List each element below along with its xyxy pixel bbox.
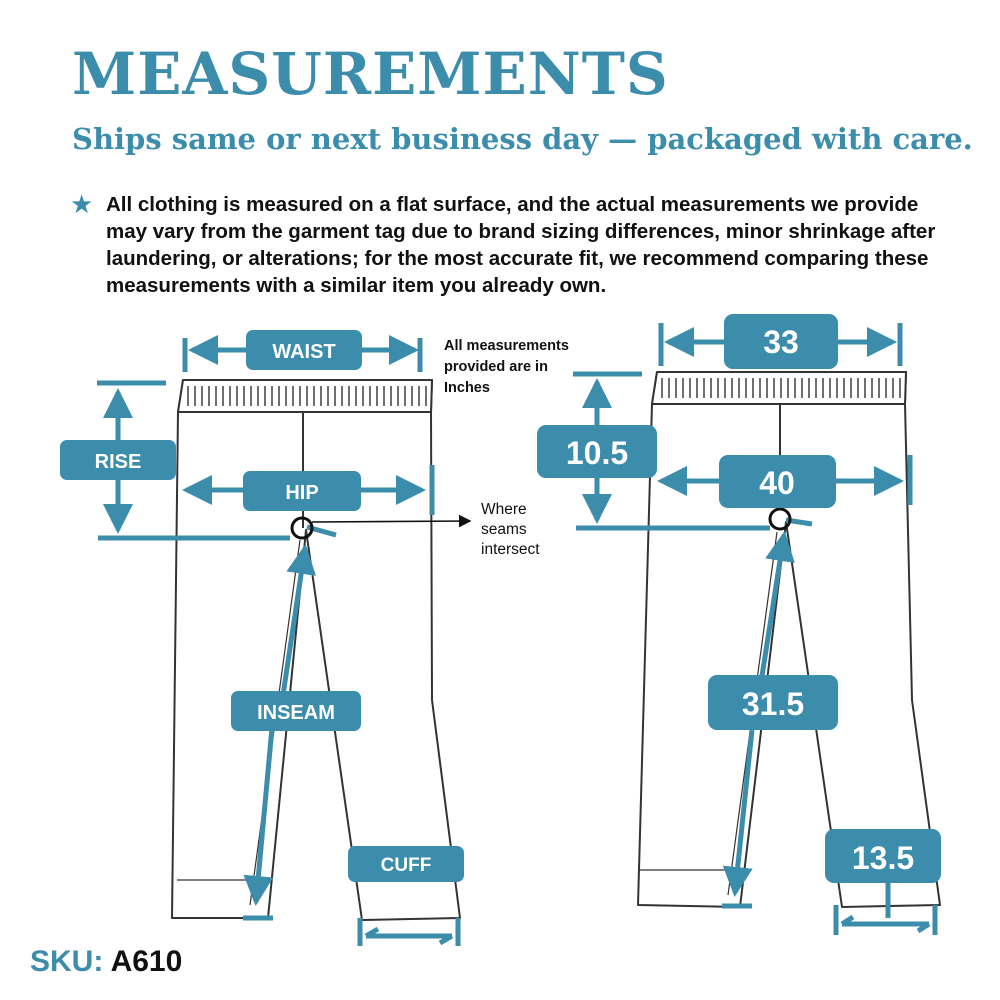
guide-waistband <box>177 379 433 413</box>
value-label-rise: 10.5 <box>537 425 657 478</box>
shipping-subtitle: Ships same or next business day — packag… <box>72 122 973 156</box>
value-label-hip: 40 <box>719 455 836 508</box>
page-title: MEASUREMENTS <box>72 40 669 108</box>
guide-measure-lines <box>97 335 461 946</box>
seam-note: Where seams intersect <box>481 501 540 558</box>
guide-label-inseam: INSEAM <box>231 691 361 731</box>
waist-label-text: WAIST <box>272 341 335 363</box>
measured-pants-outline <box>637 371 941 908</box>
star-icon: ★ <box>70 190 94 220</box>
rise-label-text: RISE <box>95 451 142 473</box>
cuff-value-text: 13.5 <box>852 840 914 876</box>
cuff-label-text: CUFF <box>381 855 432 876</box>
guide-label-rise: RISE <box>60 440 176 480</box>
measured-pants <box>637 371 941 908</box>
measurement-note: All clothing is measured on a flat surfa… <box>106 193 936 297</box>
sku-value: A610 <box>110 945 183 978</box>
measured-waistband <box>651 371 907 405</box>
guide-seam-marker <box>290 516 314 540</box>
rise-value-text: 10.5 <box>566 435 628 471</box>
value-label-waist: 33 <box>724 314 838 369</box>
inseam-value-text: 31.5 <box>742 686 804 722</box>
guide-pants <box>171 379 461 921</box>
seam-pointer-arrow <box>311 514 472 528</box>
measured-seam-marker <box>768 507 792 531</box>
hip-label-text: HIP <box>285 482 318 504</box>
measured-waistband-ribbing <box>661 378 901 398</box>
units-note: All measurements provided are in Inches <box>444 338 573 396</box>
guide-label-hip: HIP <box>243 471 361 511</box>
value-label-cuff: 13.5 <box>825 829 941 883</box>
inseam-label-text: INSEAM <box>257 702 335 724</box>
guide-label-waist: WAIST <box>246 330 362 370</box>
sku-line: SKU: A610 <box>30 945 182 979</box>
sku-label: SKU: <box>30 945 104 978</box>
hip-value-text: 40 <box>759 465 795 501</box>
waist-value-text: 33 <box>763 324 799 360</box>
guide-label-cuff: CUFF <box>348 846 464 882</box>
guide-waistband-ribbing <box>187 386 427 406</box>
value-label-inseam: 31.5 <box>708 675 838 730</box>
guide-pants-outline <box>171 379 461 921</box>
